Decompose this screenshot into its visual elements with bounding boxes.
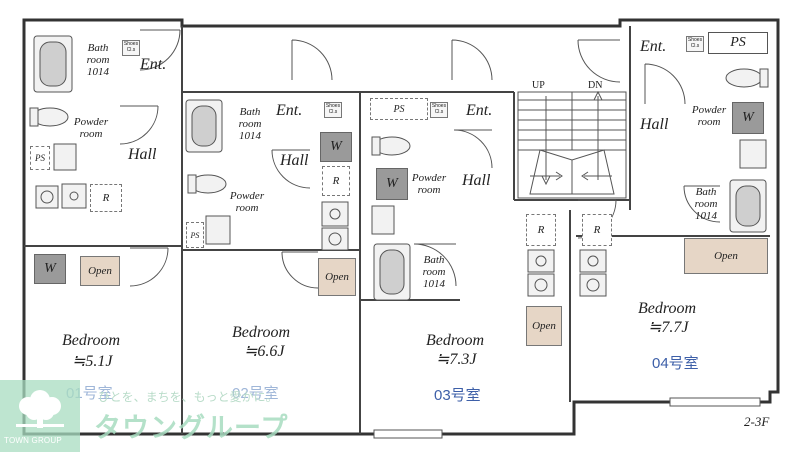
unit-3-washer: W <box>376 168 408 200</box>
unit-1-fridge: R <box>90 184 122 212</box>
unit-1-washer: W <box>34 254 66 284</box>
unit-4-shoe-closet: Shoes Cl.s <box>686 36 704 52</box>
unit-1-bedroom-label: Bedroom <box>62 332 121 349</box>
unit-2-fridge: R <box>322 166 350 196</box>
unit-3-shoe-closet: Shoes Cl.s <box>430 102 448 118</box>
unit-1-open-closet: Open <box>80 256 120 286</box>
stairs-up-label: UP <box>532 80 545 91</box>
unit-4-bedroom-label: Bedroom <box>638 300 697 317</box>
unit-2-area: ≒6.6J <box>244 343 285 360</box>
unit-1-hall-label: Hall <box>128 146 157 163</box>
door-swings <box>119 29 721 289</box>
unit-3-area: ≒7.3J <box>436 351 477 368</box>
unit-4-washer: W <box>732 102 764 134</box>
unit-4-bath-label: Bath room 1014 <box>694 186 718 222</box>
unit-4-open-closet: Open <box>684 238 768 274</box>
unit-3-powder-label: Powder room <box>411 172 447 196</box>
stairs <box>517 90 627 199</box>
unit-2-hall-label: Hall <box>280 152 309 169</box>
unit-4-hall-label: Hall <box>640 116 669 133</box>
tree-icon <box>16 390 64 428</box>
unit-3-bedroom-label: Bedroom <box>426 332 485 349</box>
logo-wordmark: タウングループ <box>94 413 289 443</box>
unit-2-bath-label: Bath room 1014 <box>238 106 262 142</box>
unit-3-room-number: 03号室 <box>434 387 481 404</box>
unit-4-powder-label: Powder room <box>691 104 727 128</box>
company-logo: TOWN GROUP ひとを、まちを、もっと愛かに。 タウングループ <box>0 380 320 452</box>
unit-3-hall-label: Hall <box>462 172 491 189</box>
unit-1-entrance-label: Ent. <box>140 56 167 73</box>
unit-4-room-number: 04号室 <box>652 355 699 372</box>
unit-3-bath-label: Bath room 1014 <box>422 254 446 290</box>
unit-2-entrance-label: Ent. <box>276 102 303 119</box>
unit-2-powder-label: Powder room <box>229 190 265 214</box>
unit-2-bedroom-label: Bedroom <box>232 324 291 341</box>
unit-3-ps: PS <box>370 98 428 120</box>
unit-4-fridge: R <box>582 214 612 246</box>
windows <box>373 397 761 439</box>
unit-1-ps: PS <box>30 146 50 170</box>
fixtures <box>29 35 769 301</box>
unit-2-room-number: 02号室 <box>232 385 279 402</box>
floor-label: 2-3F <box>744 414 770 429</box>
stairs-down-label: DN <box>588 80 603 91</box>
unit-3-fridge: R <box>526 214 556 246</box>
logo-company-name: TOWN GROUP <box>4 436 62 445</box>
unit-3-entrance-label: Ent. <box>466 102 493 119</box>
unit-2-shoe-closet: Shoes Cl.s <box>324 102 342 118</box>
unit-4-area: ≒7.7J <box>648 319 689 336</box>
logo-slogan: ひとを、まちを、もっと愛かに。 <box>98 390 278 404</box>
unit-2-washer: W <box>320 132 352 162</box>
unit-4-entrance-label: Ent. <box>640 38 667 55</box>
unit-1-bath-label: Bath room 1014 <box>86 42 110 78</box>
unit-1-area: ≒5.1J <box>72 353 113 370</box>
unit-4-ps: PS <box>708 32 768 54</box>
unit-3-open-closet: Open <box>526 306 562 346</box>
unit-1-powder-label: Powder room <box>73 116 109 140</box>
unit-2-ps: PS <box>186 222 204 248</box>
unit-2-open-closet: Open <box>318 258 356 296</box>
unit-1-shoe-closet: Shoes Cl.s <box>122 40 140 56</box>
